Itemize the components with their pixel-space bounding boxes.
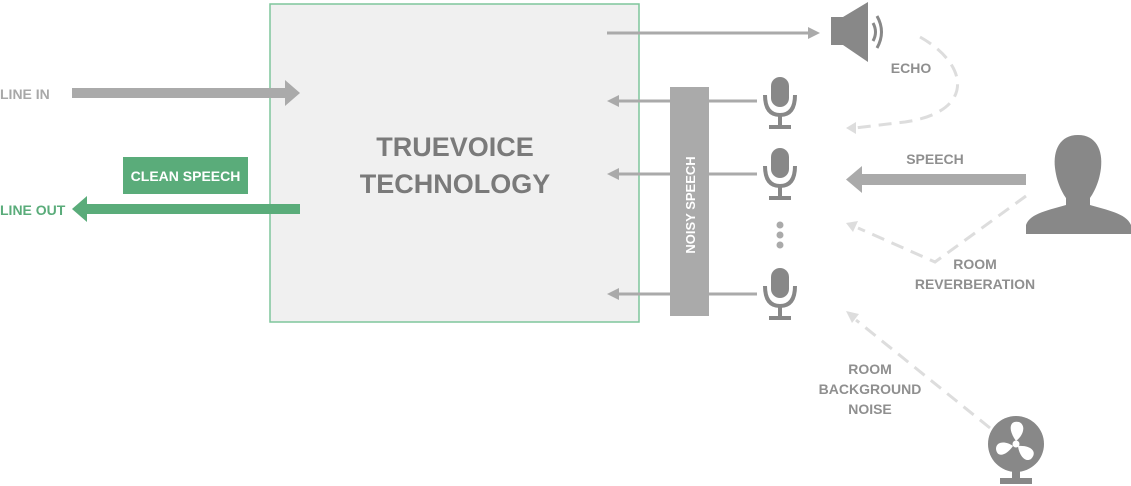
line-in-label: LINE IN [0, 86, 50, 102]
reverberation-path [857, 194, 1027, 264]
speaker-output-arrow [607, 27, 820, 39]
echo-label: ECHO [891, 60, 932, 76]
echo-arrowhead [846, 122, 856, 134]
input-arrow-3 [607, 288, 670, 300]
noise-label-line3: NOISE [848, 401, 892, 417]
microphone-icon [763, 268, 797, 320]
background-noise-path [855, 318, 991, 430]
fan-icon [988, 416, 1044, 484]
person-icon [1026, 135, 1131, 234]
clean-speech-badge [123, 157, 248, 194]
reverberation-label-line2: REVERBERATION [915, 276, 1035, 292]
speaker-icon [831, 2, 883, 62]
reverberation-arrowhead [846, 221, 858, 232]
noisy-speech-label: NOISY SPEECH [683, 156, 698, 253]
microphone-icon [763, 148, 797, 200]
reverberation-label-line1: ROOM [953, 256, 997, 272]
input-arrow-2 [607, 168, 670, 180]
line-out-arrow [72, 196, 300, 222]
clean-speech-label: CLEAN SPEECH [131, 168, 241, 184]
more-mics-ellipsis-icon [776, 221, 784, 249]
line-in-arrow [72, 80, 300, 106]
truevoice-box [269, 3, 640, 323]
line-out-label: LINE OUT [0, 202, 66, 218]
core-title-line1: TRUEVOICE [376, 132, 534, 162]
noisy-speech-bar [670, 87, 709, 316]
background-noise-arrowhead [846, 311, 859, 323]
core-title-line2: TECHNOLOGY [360, 169, 551, 199]
speech-arrow [846, 166, 1026, 193]
noise-label-line1: ROOM [848, 361, 892, 377]
speech-label: SPEECH [906, 151, 964, 167]
microphone-icon [763, 77, 797, 129]
echo-path [854, 35, 959, 130]
input-arrow-1 [607, 95, 670, 107]
noise-label-line2: BACKGROUND [819, 381, 922, 397]
